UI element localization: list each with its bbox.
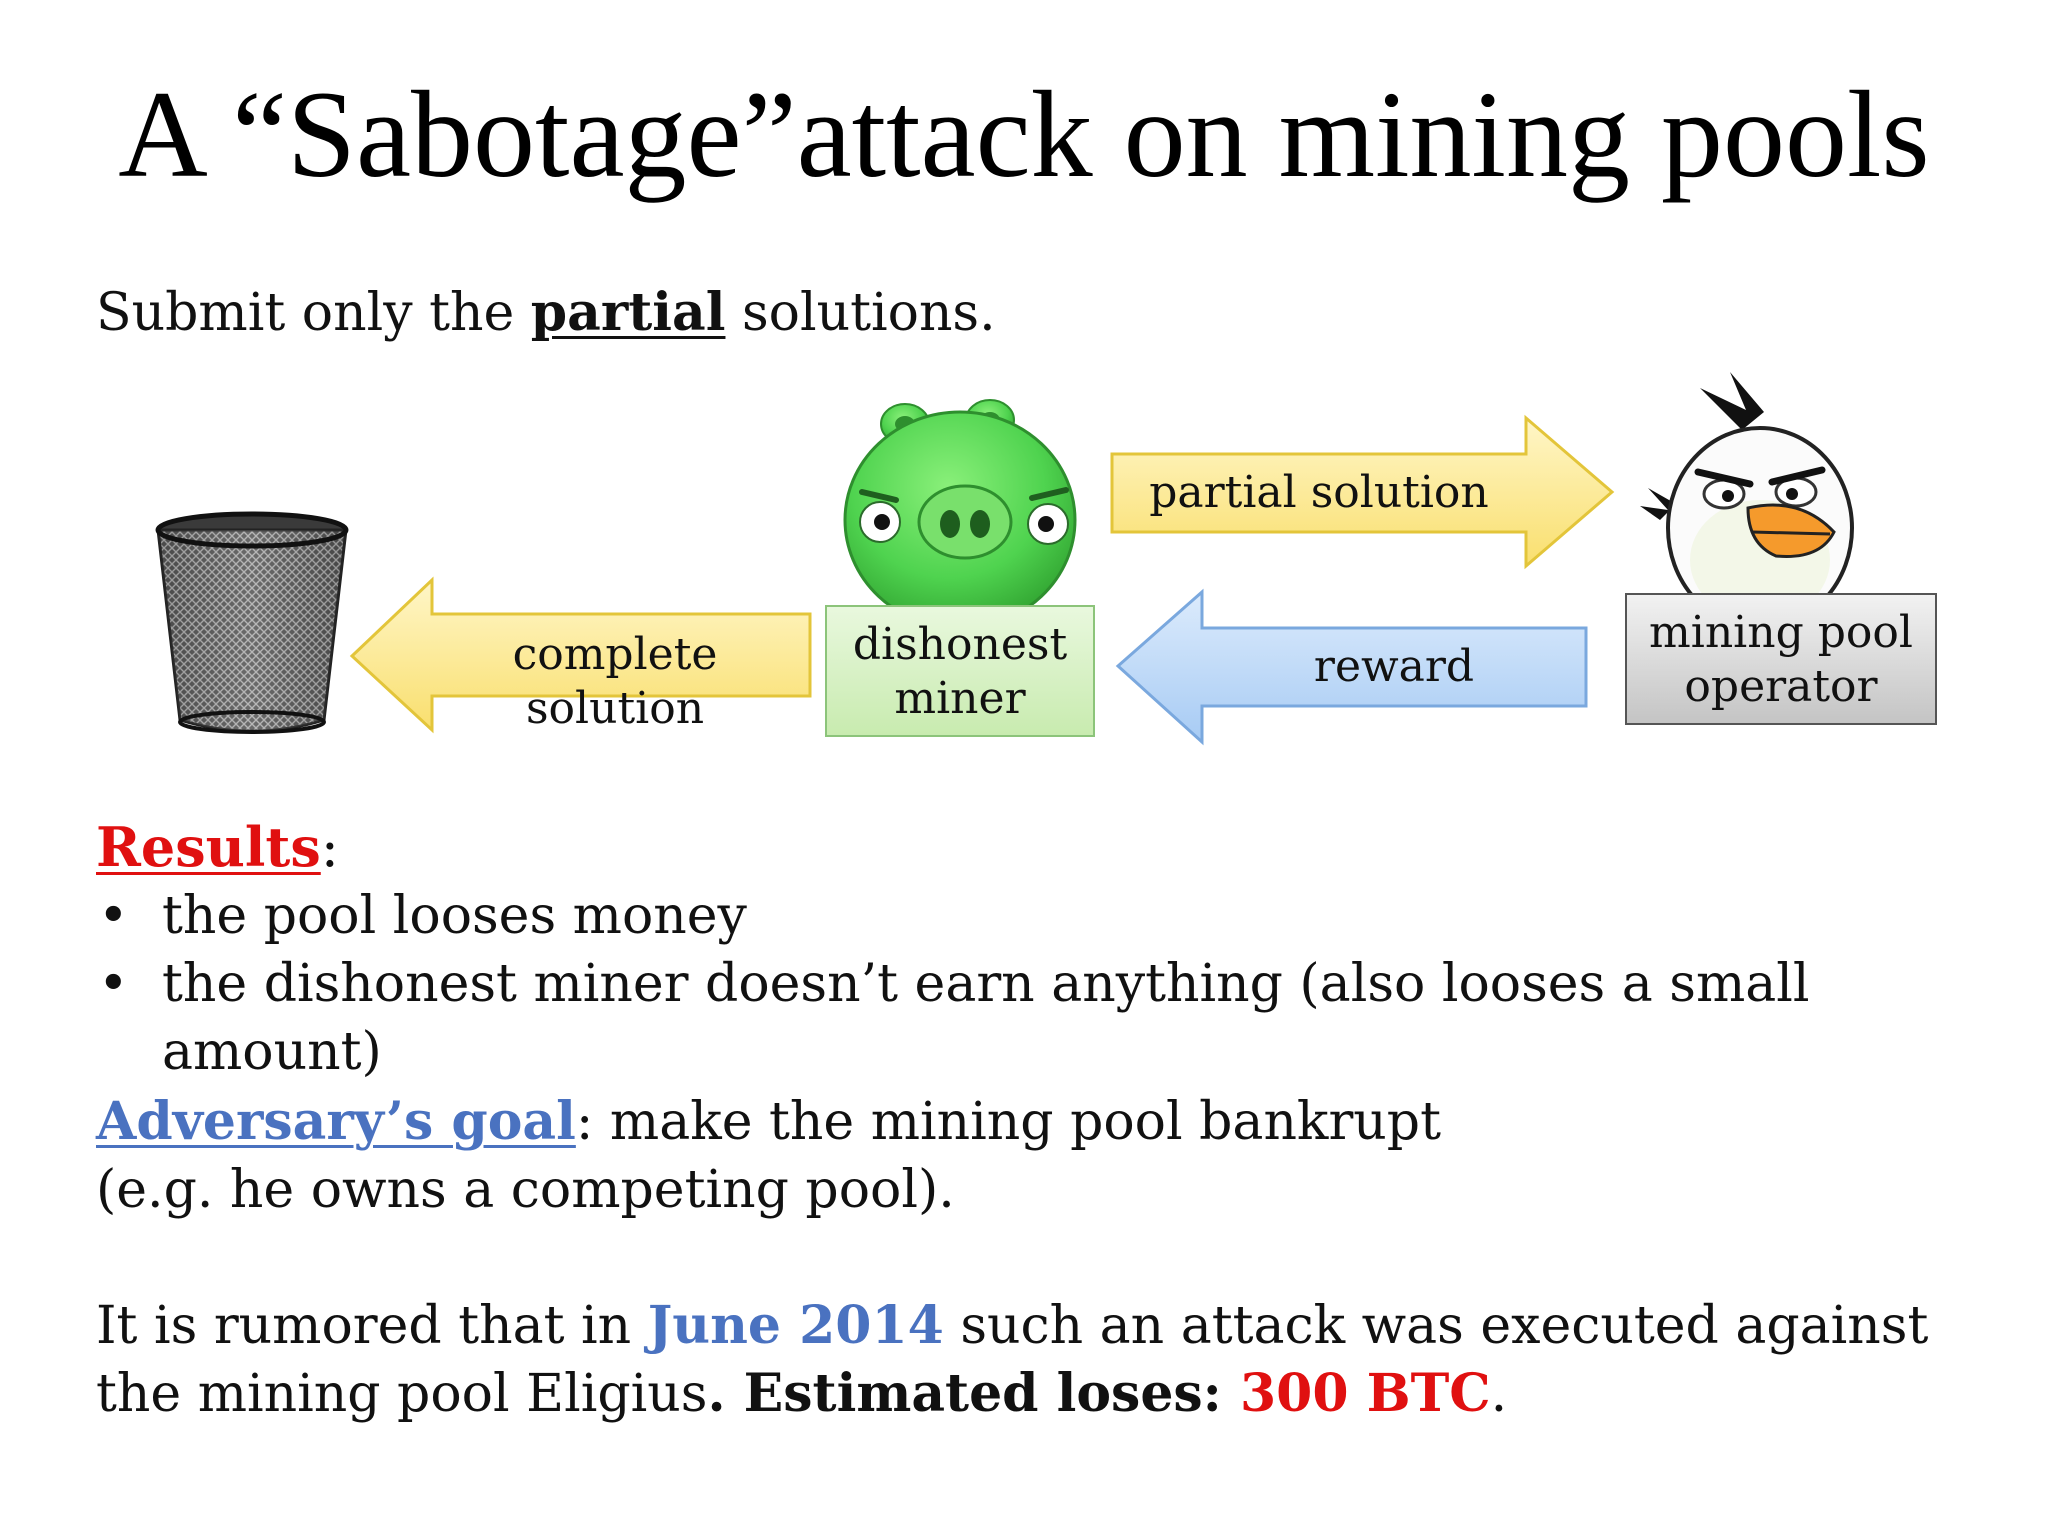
- dishonest-miner-line1: dishonest: [852, 619, 1068, 670]
- intro-before: Submit only the: [96, 283, 531, 343]
- operator-line1: mining pool: [1649, 607, 1913, 658]
- white-bird-icon: [1640, 372, 1854, 630]
- rumor-date: June 2014: [647, 1295, 944, 1356]
- list-item: • the dishonest miner doesn’t earn anythi…: [96, 950, 1996, 1086]
- results-label: Results: [96, 815, 321, 879]
- bullet-glyph: •: [98, 886, 129, 946]
- mining-pool-operator-box: [1625, 593, 1937, 725]
- rumor-part4: .: [1490, 1364, 1508, 1424]
- adversary-goal-label: Adversary’s goal: [96, 1091, 576, 1152]
- intro-text: Submit only the partial solutions.: [96, 278, 996, 348]
- adversary-goal-text: : make the mining pool bankrupt: [575, 1092, 1441, 1152]
- pig-icon: [843, 399, 1077, 630]
- result-item-text: the pool looses money: [162, 886, 747, 946]
- operator-line2: operator: [1684, 661, 1878, 712]
- results-heading: Results:: [96, 812, 339, 883]
- rumor-paragraph: It is rumored that in June 2014 such an …: [96, 1292, 1976, 1428]
- results-colon: :: [320, 816, 339, 879]
- rumor-part1: It is rumored that in: [96, 1296, 648, 1356]
- slide-title: A “Sabotage”attack on mining pools: [118, 66, 1930, 203]
- intro-after: solutions.: [725, 283, 996, 343]
- adversary-goal-line2: (e.g. he owns a competing pool).: [96, 1160, 955, 1220]
- reward-label: reward: [1313, 641, 1475, 692]
- rumor-part3: . Estimated loses:: [707, 1363, 1240, 1424]
- dishonest-miner-box: [825, 605, 1095, 737]
- complete-solution-arrow: [349, 576, 812, 734]
- partial-solution-label: partial solution: [1149, 467, 1489, 518]
- adversary-goal-line1: Adversary’s goal: make the mining pool b…: [96, 1088, 1996, 1156]
- list-item: • the pool looses money: [96, 882, 1996, 950]
- trash-bin-icon: [155, 511, 349, 734]
- rumor-amount: 300 BTC: [1239, 1363, 1491, 1424]
- dishonest-miner-line2: miner: [894, 673, 1026, 724]
- dishonest-miner-label: dishonest miner: [826, 618, 1094, 726]
- result-item-text: the dishonest miner doesn’t earn anythin…: [162, 954, 1810, 1082]
- adversary-goal: Adversary’s goal: make the mining pool b…: [96, 1088, 1996, 1224]
- intro-emphasis: partial: [530, 282, 726, 343]
- partial-solution-arrow: [1110, 414, 1615, 570]
- reward-arrow: [1115, 588, 1588, 746]
- results-list: • the pool looses money • the dishonest mi…: [96, 882, 1996, 1086]
- bullet-glyph: •: [98, 954, 129, 1014]
- rumor-part2: such an attack was executed against the …: [96, 1296, 1929, 1424]
- mining-pool-operator-label: mining pool operator: [1626, 606, 1936, 714]
- sabotage-diagram: [155, 372, 1937, 746]
- complete-solution-label: complete solution: [512, 629, 718, 734]
